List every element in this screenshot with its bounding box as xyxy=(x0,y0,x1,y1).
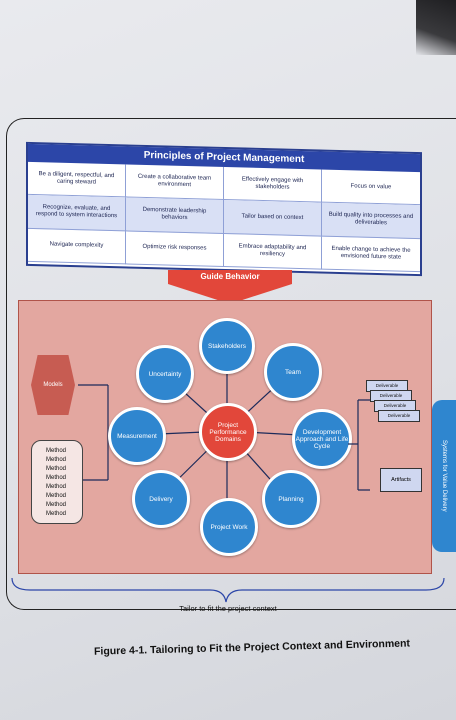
method-item: Method xyxy=(46,475,67,481)
right-braces xyxy=(348,399,370,491)
domain-team: Team xyxy=(264,343,322,401)
method-item: Method xyxy=(46,466,67,472)
method-item: Method xyxy=(46,493,67,499)
side-tab-label: Systems for Value Delivery xyxy=(441,440,447,512)
method-item: Method xyxy=(46,502,67,508)
background-corner xyxy=(416,0,456,55)
guide-arrow xyxy=(168,270,292,304)
tailor-label: Tailor to fit the project context xyxy=(179,604,277,613)
domain-project-work: Project Work xyxy=(200,498,258,556)
method-item: Method xyxy=(46,484,67,490)
domain-stakeholders: Stakeholders xyxy=(199,318,255,374)
domain-measurement: Measurement xyxy=(108,407,166,465)
domain-delivery: Delivery xyxy=(132,470,190,528)
artifacts-box: Artifacts xyxy=(380,468,422,492)
side-tab xyxy=(432,400,456,552)
domain-uncertainty: Uncertainty xyxy=(136,345,194,403)
method-item: Method xyxy=(46,457,67,463)
domain-planning: Planning xyxy=(262,470,320,528)
method-item: Method xyxy=(46,511,67,517)
models-box: Models xyxy=(31,355,75,415)
methods-list: Method Method Method Method Method Metho… xyxy=(31,440,83,524)
figure-frame xyxy=(6,118,456,610)
deliverable-item: Deliverable xyxy=(374,400,416,412)
domain-development-approach: Development Approach and Life Cycle xyxy=(292,409,352,469)
domain-center: Project Performance Domains xyxy=(199,403,257,461)
tailor-brace xyxy=(11,577,445,603)
method-item: Method xyxy=(46,448,67,454)
guide-behavior-label: Guide Behavior xyxy=(200,272,260,281)
deliverable-item: Deliverable xyxy=(378,410,420,422)
